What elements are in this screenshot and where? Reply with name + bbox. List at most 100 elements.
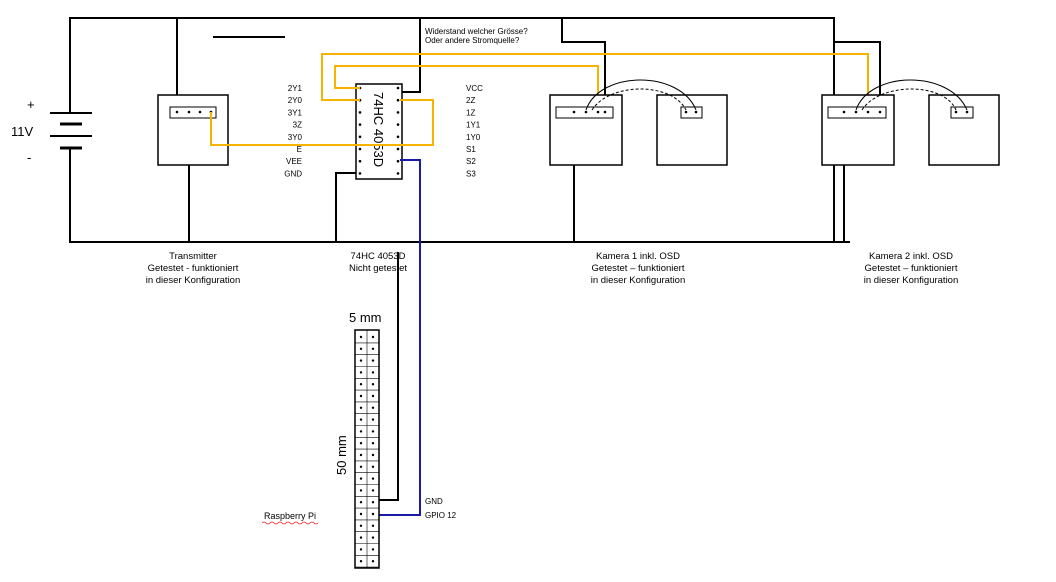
- chip-pin-label-right: VCC: [466, 84, 483, 93]
- chip-pin-label-left: GND: [284, 169, 302, 178]
- caption-line: Nicht getestet: [349, 263, 407, 274]
- yellow-wires: [210, 53, 869, 146]
- camera-2-osd-cable: [855, 79, 968, 111]
- camera-1-osd-module: [656, 94, 728, 166]
- raspberry-pin: [371, 524, 375, 527]
- raspberry-pin: [359, 335, 363, 339]
- chip-pin-label-left: 3Y0: [288, 133, 303, 142]
- chip-pin-right: [396, 147, 400, 151]
- chip-pin-right: [396, 172, 400, 175]
- battery-plus: +: [27, 97, 35, 112]
- raspberry-pin: [371, 465, 375, 468]
- raspberry-pin: [371, 406, 375, 409]
- note-line-2: Oder andere Stromquelle?: [425, 36, 520, 45]
- battery-symbol: [50, 80, 92, 150]
- caption-line: Transmitter: [169, 251, 217, 262]
- raspberry-pin: [359, 524, 363, 527]
- raspberry-pin: [371, 359, 375, 362]
- chip-pin-label-left: 2Y0: [288, 96, 303, 105]
- raspberry-pin: [359, 418, 363, 421]
- raspberry-pin: [371, 335, 375, 339]
- chip-pin-right: [396, 86, 400, 90]
- chip-pin-label-right: 1Y0: [466, 133, 481, 142]
- raspberry-dim-height: 50 mm: [334, 435, 349, 475]
- chip-pin-label-right: S3: [466, 169, 476, 178]
- raspberry-pin: [371, 536, 375, 539]
- raspberry-pin: [359, 430, 363, 433]
- chip-pin-label-left: 3Y1: [288, 108, 303, 117]
- multiplexer-chip: 74HC 4053D: [355, 83, 403, 180]
- caption-line: Kamera 1 inkl. OSD: [596, 251, 680, 262]
- caption-line: in dieser Konfiguration: [864, 275, 959, 286]
- caption-line: 74HC 4053D: [351, 251, 406, 262]
- raspberry-pin: [371, 430, 375, 433]
- chip-pin-right: [396, 159, 400, 163]
- raspberry-pin: [359, 383, 363, 386]
- caption-line: in dieser Konfiguration: [591, 275, 686, 286]
- raspberry-pin: [359, 347, 363, 350]
- transmitter-module: [157, 94, 229, 166]
- raspberry-pin: [371, 501, 375, 504]
- raspberry-pin: [359, 442, 363, 445]
- camera-1-osd-cable: [585, 79, 697, 111]
- chip-pin-label-right: 2Z: [466, 96, 475, 105]
- chip-pin-label-right: 1Z: [466, 108, 475, 117]
- raspberry-pin: [371, 512, 375, 516]
- caption-line: Getestet – funktioniert: [592, 263, 685, 274]
- chip-pin-left: [358, 159, 362, 163]
- raspberry-pin: [359, 536, 363, 539]
- chip-pin-right: [396, 135, 400, 139]
- raspberry-pin: [359, 371, 363, 374]
- raspberry-dim-width: 5 mm: [349, 310, 382, 325]
- raspberry-pin: [371, 453, 375, 457]
- camera-1-module: [549, 94, 623, 166]
- battery-voltage: 11V: [11, 124, 33, 139]
- raspberry-pin: [371, 477, 375, 480]
- raspberry-pin: [359, 512, 363, 516]
- chip-pin-label-left: E: [297, 145, 302, 154]
- chip-pin-left: [358, 111, 362, 114]
- chip-pin-label-left: 2Y1: [288, 84, 303, 93]
- raspberry-pin: [371, 489, 375, 492]
- raspberry-pin: [371, 347, 375, 350]
- caption-line: Getestet – funktioniert: [865, 263, 958, 274]
- spellcheck-squiggle: [261, 521, 319, 525]
- battery-minus: -: [27, 150, 31, 165]
- raspberry-pi-header: [354, 329, 380, 569]
- chip-pin-label-right: S2: [466, 157, 476, 166]
- caption-line: Kamera 2 inkl. OSD: [869, 251, 953, 262]
- chip-pin-left: [358, 147, 362, 151]
- raspberry-pin: [359, 394, 363, 398]
- note-line-1: Widerstand welcher Grösse?: [425, 27, 528, 36]
- blue-wire: [374, 159, 421, 516]
- raspberry-pin: [359, 548, 363, 551]
- chip-pin-right: [396, 111, 400, 114]
- chip-pin-label-left: VEE: [286, 157, 302, 166]
- raspberry-pin: [359, 465, 363, 468]
- raspberry-pin: [371, 383, 375, 386]
- chip-pin-left: [358, 172, 362, 175]
- raspberry-pin: [359, 560, 363, 563]
- chip-pin-right: [396, 98, 400, 102]
- raspberry-pin: [371, 560, 375, 563]
- raspberry-pin: [359, 477, 363, 480]
- chip-pin-left: [358, 123, 362, 126]
- raspberry-pin-gnd: GND: [425, 497, 443, 506]
- raspberry-pin: [371, 548, 375, 551]
- raspberry-pin: [359, 406, 363, 409]
- raspberry-pin: [359, 501, 363, 504]
- camera-2-osd-module: [928, 94, 1000, 166]
- chip-name: 74HC 4053D: [371, 92, 386, 167]
- raspberry-pin: [359, 489, 363, 492]
- caption-line: Getestet - funktioniert: [148, 263, 239, 274]
- raspberry-pin-gpio: GPIO 12: [425, 511, 457, 520]
- chip-pin-label-right: 1Y1: [466, 121, 481, 130]
- raspberry-pin: [371, 418, 375, 421]
